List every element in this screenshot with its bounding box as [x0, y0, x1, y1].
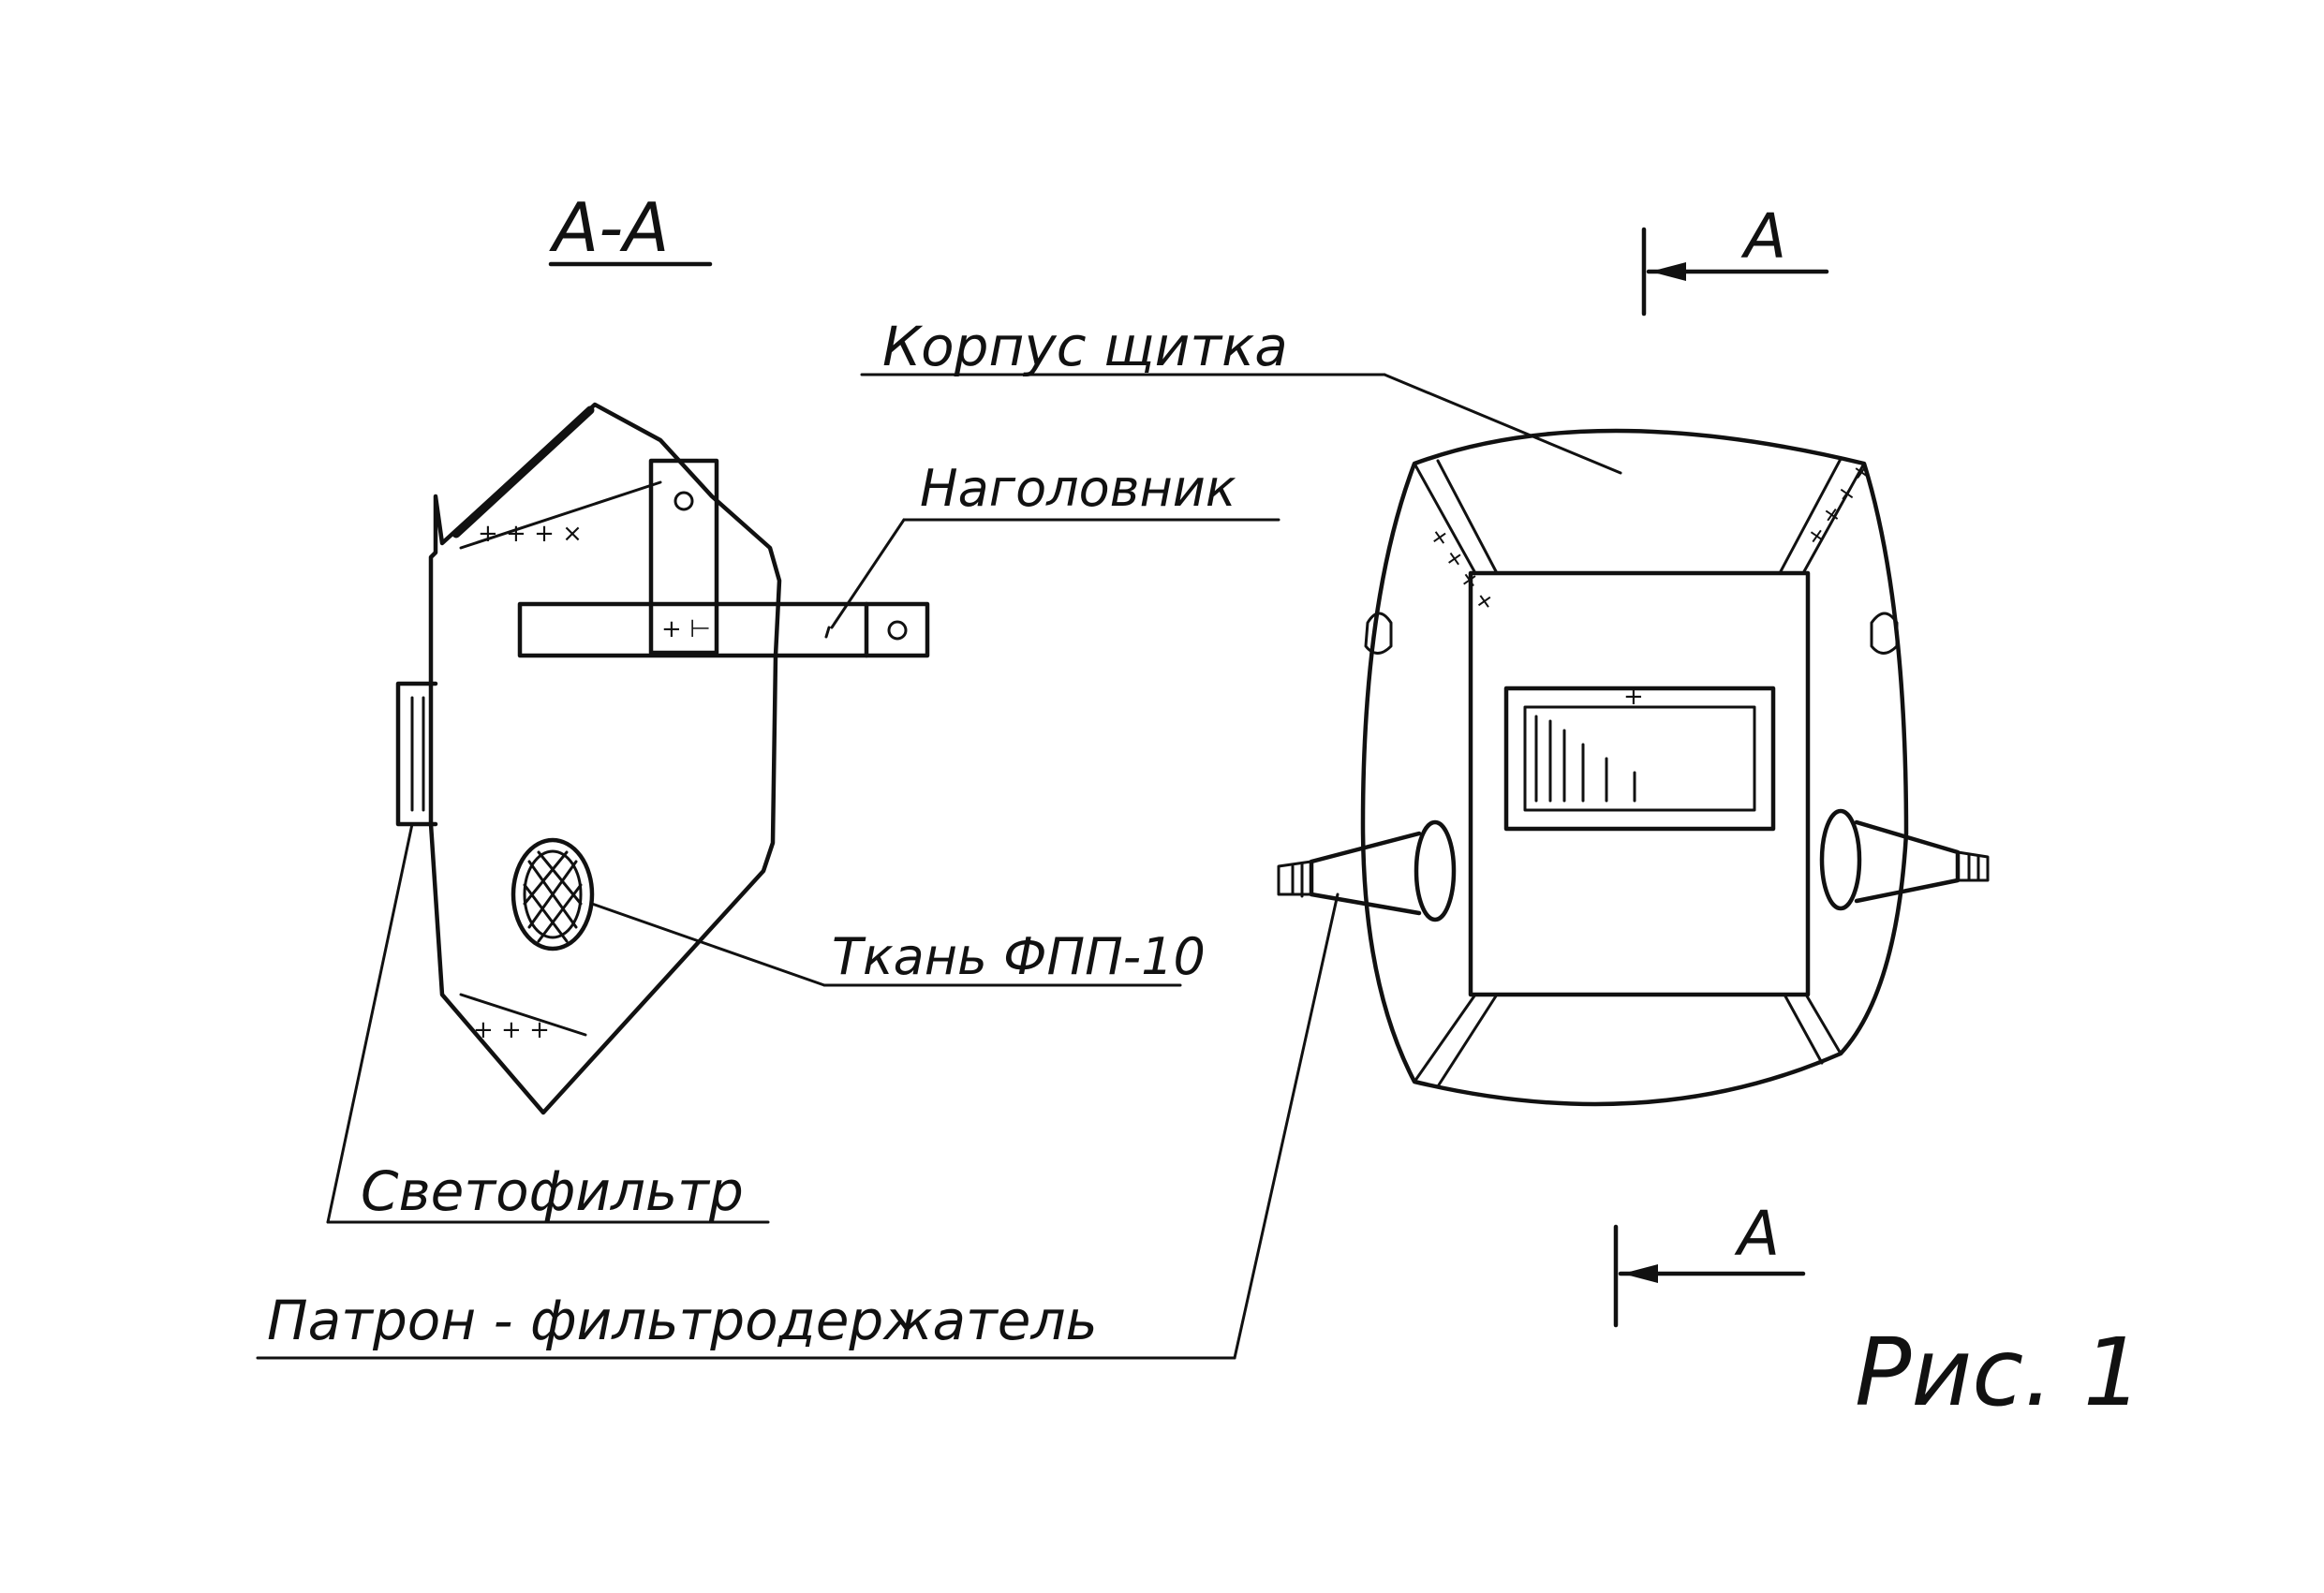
side-knob-left	[1364, 612, 1393, 655]
svg-text:+ + + +: + + + +	[1424, 522, 1501, 616]
headband-horizontal-strap	[517, 601, 930, 658]
section-view: A-A + + + × + + + + ⊢	[395, 188, 930, 1115]
labels: Корпус щитка Наголовник Ткань ФПП-10 Све…	[256, 315, 2142, 1427]
leader-shield-body	[1383, 373, 1622, 475]
light-filter-slot	[395, 681, 438, 827]
leader-headband	[830, 518, 906, 629]
side-knob-right	[1870, 612, 1899, 655]
headband-vertical-strap	[648, 458, 719, 656]
leader-light-filter	[326, 822, 414, 1224]
label-filter-holder: Патрон - фильтродержатель	[267, 1289, 1098, 1352]
front-view: A A + + + + + + + + +	[1277, 200, 1990, 1328]
filter-window-glass	[1523, 705, 1756, 812]
label-fabric: Ткань ФПП-10	[832, 927, 1206, 986]
label-headband: Наголовник	[920, 459, 1236, 518]
leader-fabric	[590, 902, 826, 987]
filter-holder-left	[1277, 819, 1457, 922]
section-marker-top: A	[1740, 200, 1786, 273]
face-plate	[1468, 570, 1811, 997]
figure-caption: Рис. 1	[1855, 1318, 2142, 1427]
label-light-filter: Светофильтр	[361, 1159, 744, 1223]
section-title: A-A	[549, 188, 670, 267]
hatch-marks-lower: + + +	[473, 1016, 550, 1044]
svg-text:+ ⊢: + ⊢	[661, 615, 711, 643]
filter-holder-right	[1819, 808, 1990, 911]
section-marker-bottom: A	[1734, 1198, 1780, 1270]
leader-filter-holder	[1233, 892, 1340, 1360]
fabric-mesh	[511, 837, 595, 951]
filter-window-frame	[1503, 686, 1776, 832]
hatch-marks-upper: + + + ×	[478, 520, 583, 548]
svg-text:+: +	[1623, 683, 1644, 711]
svg-text:+ + + +: + + + +	[1800, 457, 1877, 552]
label-shield-body: Корпус щитка	[882, 315, 1288, 378]
